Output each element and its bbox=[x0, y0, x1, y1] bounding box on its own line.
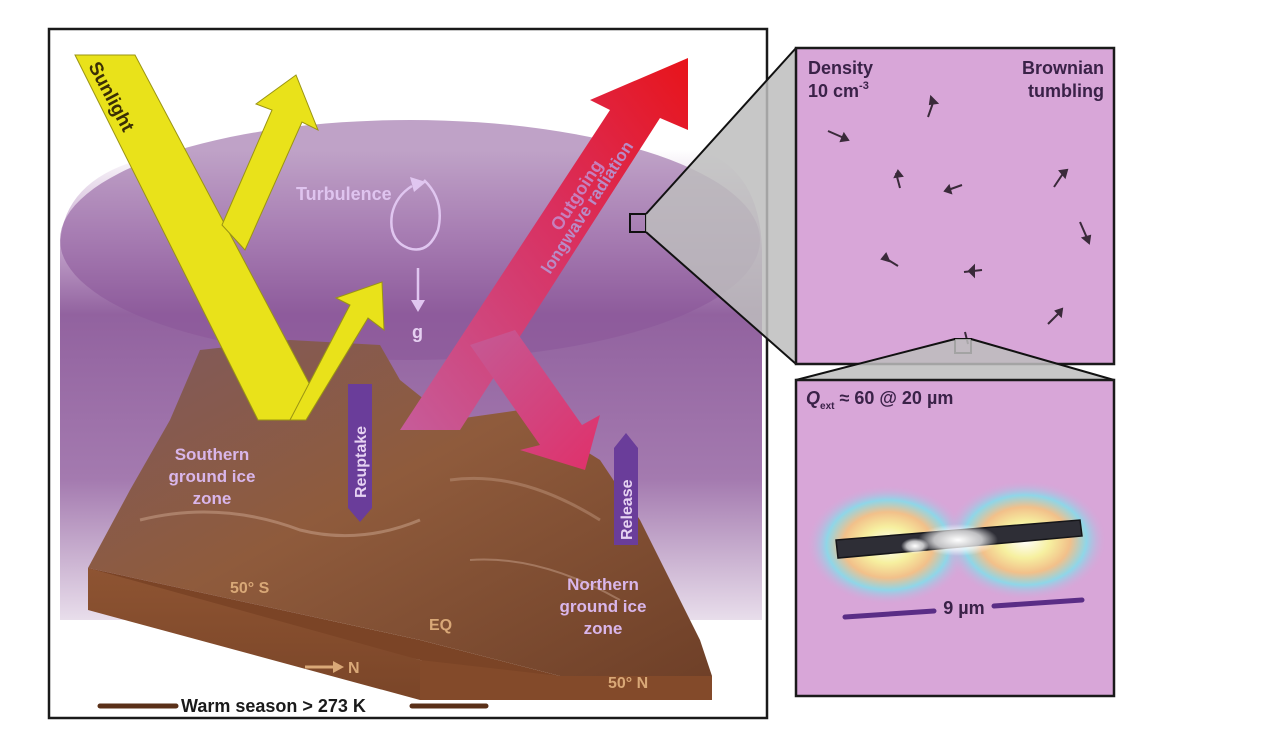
outgoing-radiation-arrow bbox=[400, 58, 688, 430]
zoom-line bbox=[970, 338, 1115, 381]
q-subscript: ext bbox=[820, 401, 835, 412]
lat-south-label: 50° S bbox=[230, 580, 270, 597]
brownian-label-line2: tumbling bbox=[1028, 81, 1104, 101]
particle bbox=[880, 252, 899, 267]
particle bbox=[1079, 221, 1092, 245]
northern-zone-line2: ground ice bbox=[560, 597, 647, 616]
terrain-ice-streak bbox=[449, 476, 601, 522]
zoom-wedge-bottom bbox=[796, 339, 1114, 380]
southern-zone-line1: Southern bbox=[175, 445, 250, 464]
equator-label: EQ bbox=[429, 617, 452, 634]
particle bbox=[827, 130, 850, 143]
southern-zone-line2: ground ice bbox=[169, 467, 256, 486]
zoom-line bbox=[645, 47, 797, 215]
particle-highlight bbox=[918, 524, 998, 556]
sunlight-reflect-upper bbox=[221, 74, 319, 251]
density-value: 10 cm bbox=[808, 81, 859, 101]
scale-bar-right bbox=[991, 597, 1085, 609]
terrain-surface bbox=[88, 340, 712, 676]
gravity-arrowhead-icon bbox=[411, 300, 425, 312]
particle bbox=[963, 263, 983, 279]
release-arrow-icon bbox=[614, 433, 638, 545]
lat-north-label: 50° N bbox=[608, 675, 648, 692]
terrain-side-right bbox=[420, 660, 712, 700]
top-inset-panel: Density 10 cm-3 Brownian tumbling bbox=[794, 46, 1116, 366]
particle-highlight bbox=[901, 538, 929, 554]
zoom-line bbox=[645, 231, 797, 365]
particle bbox=[893, 169, 904, 189]
particle bbox=[943, 183, 963, 195]
zoom-wedge-top bbox=[646, 48, 796, 364]
sunlight-arrows: Sunlight bbox=[74, 54, 385, 421]
north-arrowhead-icon bbox=[333, 661, 344, 673]
q-ext-label: Qext ≈ 60 @ 20 µm bbox=[806, 388, 953, 412]
reuptake-label: Reuptake bbox=[353, 426, 370, 498]
density-exponent: -3 bbox=[859, 80, 869, 92]
release-marker: Release bbox=[614, 433, 638, 545]
gravity-label: g bbox=[412, 322, 423, 342]
turbulence-loop-icon bbox=[390, 179, 441, 251]
turbulence-indicator: Turbulence g bbox=[296, 177, 441, 342]
scale-bar-label: 9 µm bbox=[943, 598, 984, 618]
downward-radiation-arrow bbox=[470, 330, 600, 470]
bottom-inset-panel: Qext ≈ 60 @ 20 µm 9 µm bbox=[794, 378, 1116, 698]
warm-season-scale: Warm season > 273 K bbox=[97, 696, 489, 716]
brownian-label-line1: Brownian bbox=[1022, 58, 1104, 78]
northern-zone-line1: Northern bbox=[567, 575, 639, 594]
reuptake-marker: Reuptake bbox=[348, 384, 372, 522]
southern-zone-label: Southern ground ice zone bbox=[169, 445, 256, 508]
warm-season-label: Warm season > 273 K bbox=[181, 696, 366, 716]
terrain-ice-streak bbox=[469, 558, 621, 601]
particles bbox=[827, 94, 1092, 345]
terrain-ice-streak bbox=[139, 510, 421, 538]
q-value: ≈ 60 @ 20 µm bbox=[834, 388, 953, 408]
particle bbox=[1053, 168, 1069, 188]
release-label: Release bbox=[619, 479, 636, 540]
particle bbox=[927, 94, 940, 118]
density-label-line1: Density bbox=[808, 58, 873, 78]
southern-zone-line3: zone bbox=[193, 489, 232, 508]
north-direction-indicator: N bbox=[305, 660, 360, 677]
zoom-line bbox=[795, 338, 956, 381]
q-symbol: Q bbox=[806, 388, 820, 408]
density-label-line2: 10 cm-3 bbox=[808, 80, 869, 101]
main-panel: Sunlight Outgoing longwave radiation Tur… bbox=[47, 27, 769, 720]
sunlight-reflect-lower bbox=[289, 281, 385, 421]
turbulence-label: Turbulence bbox=[296, 184, 392, 204]
north-direction-label: N bbox=[348, 660, 360, 677]
northern-zone-label: Northern ground ice zone bbox=[560, 575, 647, 638]
turbulence-arrowhead-icon bbox=[410, 177, 426, 192]
reuptake-arrow-icon bbox=[348, 384, 372, 522]
particle bbox=[1047, 307, 1064, 325]
scale-bar-left bbox=[842, 608, 937, 620]
northern-zone-line3: zone bbox=[584, 619, 623, 638]
